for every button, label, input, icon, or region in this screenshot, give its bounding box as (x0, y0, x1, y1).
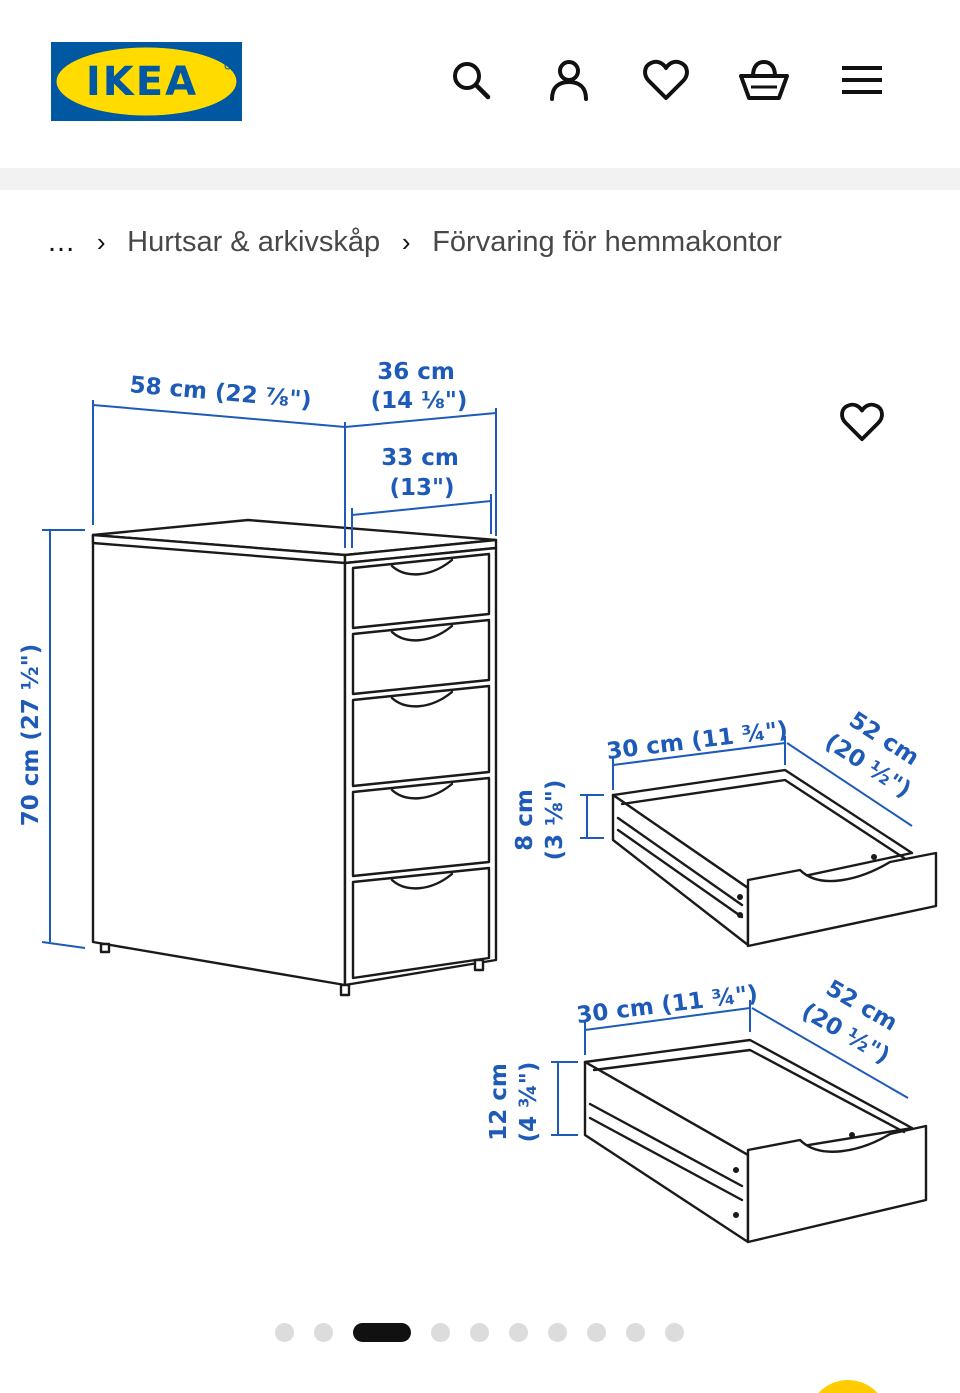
depth-label: 58 cm (22 ⅞") (129, 372, 313, 414)
logo-text: IKEA (86, 59, 198, 105)
breadcrumb-ellipsis[interactable]: ... (48, 225, 76, 258)
site-header: IKEA (0, 0, 960, 168)
small-drawer-width-label: 30 cm (11 ¾") (605, 717, 789, 765)
breadcrumb-separator: › (401, 226, 411, 257)
large-drawer-width-label: 30 cm (11 ¾") (575, 981, 759, 1029)
carousel-dot[interactable] (431, 1322, 450, 1342)
drawer-3 (351, 684, 491, 788)
height-label: 70 cm (27 ½") (18, 644, 44, 826)
basket-button[interactable] (736, 52, 792, 108)
user-icon (550, 60, 588, 101)
cabinet-side (91, 533, 347, 987)
breadcrumb-item-hurtsar[interactable]: Hurtsar & arkivskåp (127, 225, 381, 258)
product-image[interactable]: 58 cm (22 ⅞") 36 cm (14 ⅛") 33 cm (13") … (0, 300, 960, 1290)
drawer-4 (351, 776, 491, 878)
breadcrumb-separator: › (96, 226, 106, 257)
heart-icon (643, 59, 689, 100)
carousel-dot[interactable] (509, 1322, 528, 1342)
carousel-dots (275, 1322, 704, 1342)
breadcrumb-item-forvaring[interactable]: Förvaring för hemmakontor (432, 225, 782, 258)
heart-icon (840, 402, 884, 442)
menu-icon (842, 66, 882, 94)
menu-button[interactable] (834, 52, 890, 108)
carousel-dot[interactable] (587, 1322, 606, 1342)
carousel-dot[interactable] (275, 1322, 294, 1342)
carousel-dot[interactable] (665, 1322, 684, 1342)
header-divider (0, 168, 960, 190)
carousel-dot[interactable] (314, 1322, 333, 1342)
width-outer-label-2: (14 ⅛") (371, 388, 468, 414)
large-drawer-height-label-1: 12 cm (486, 1063, 512, 1141)
carousel-dot[interactable] (626, 1322, 645, 1342)
drawer-1 (351, 552, 491, 630)
basket-icon (739, 59, 789, 100)
width-inner-label-2: (13") (389, 475, 454, 501)
small-drawer-height-label-2: (3 ⅛") (542, 780, 568, 861)
wishlist-button[interactable] (638, 52, 694, 108)
width-outer-label-1: 36 cm (377, 359, 455, 385)
large-drawer-front (746, 1124, 928, 1244)
large-drawer-height-label-2: (4 ¾") (516, 1062, 542, 1143)
search-button[interactable] (443, 52, 499, 108)
width-inner-label-1: 33 cm (381, 445, 459, 471)
small-drawer-height-label-1: 8 cm (512, 789, 538, 851)
ikea-logo[interactable]: IKEA (51, 42, 242, 121)
carousel-dot-active[interactable] (353, 1322, 411, 1342)
carousel-dot[interactable] (470, 1322, 489, 1342)
favorite-button[interactable] (834, 394, 890, 450)
drawer-5 (351, 866, 491, 980)
account-button[interactable] (541, 52, 597, 108)
dimension-drawing: 58 cm (22 ⅞") 36 cm (14 ⅛") 33 cm (13") … (18, 359, 938, 1244)
breadcrumb: ... › Hurtsar & arkivskåp › Förvaring fö… (48, 222, 782, 262)
carousel-dot[interactable] (548, 1322, 567, 1342)
floating-action-button[interactable] (808, 1380, 888, 1393)
small-drawer-front (746, 851, 938, 948)
drawer-2 (351, 618, 491, 696)
search-icon (453, 62, 491, 100)
